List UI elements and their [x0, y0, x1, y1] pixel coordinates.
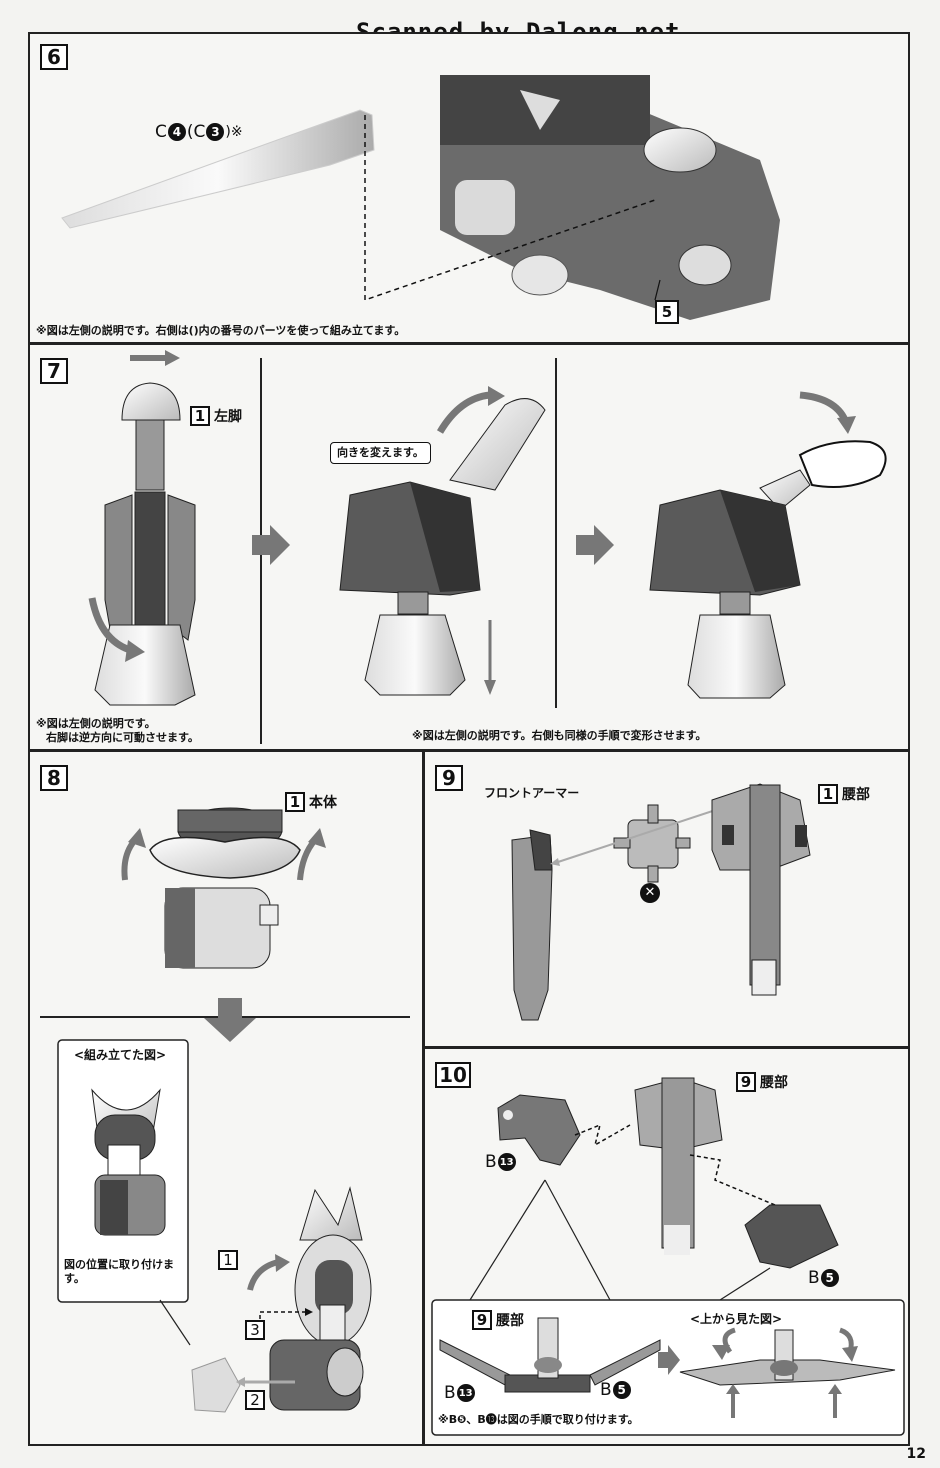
step10-b5-number: 5	[820, 1269, 839, 1287]
step9-callout-text: 腰部	[842, 787, 870, 803]
step8-body-part	[149, 807, 301, 969]
step8-seq-3: 3	[245, 1320, 265, 1340]
step6-part-label: C 4 (C 3 )※	[155, 122, 243, 142]
step6-part-number: 4	[167, 123, 186, 141]
step-10-number: 10	[435, 1062, 471, 1088]
step6-part-letter: C	[155, 122, 167, 142]
step-6-number: 6	[40, 44, 68, 70]
step10-inset-top-view-label: <上から見た図>	[690, 1312, 783, 1326]
step-7-number: 7	[40, 358, 68, 384]
step7-note-left-1: ※図は左側の説明です。	[36, 717, 156, 730]
step9-front-armor-label: フロントアーマー	[484, 786, 580, 800]
step9-front-armor-part	[511, 829, 553, 1021]
step6-guide-line	[364, 115, 656, 302]
step-9-number: 9	[435, 765, 463, 791]
step7-divider-2	[555, 358, 557, 708]
step10-inset-b13-number: 13	[456, 1384, 475, 1402]
step6-callout-leader	[654, 279, 661, 301]
step7-arrow-2	[576, 525, 614, 565]
step8-inset-note: 図の位置に取り付けます。	[64, 1258, 174, 1285]
step8-callout-body: 1 本体	[285, 792, 337, 812]
step7-rotate-bubble: 向きを変えます。	[330, 442, 431, 464]
step9-callout-waist: 1 腰部	[818, 784, 870, 804]
step6-leg-assembly	[440, 75, 780, 320]
step9-waist-part	[711, 783, 811, 996]
step6-blade-part	[61, 109, 375, 229]
step10-note: ※B❺、B⓭は図の手順で取り付けます。	[438, 1413, 639, 1426]
step8-inset-figure	[91, 1088, 166, 1236]
step7-callout-left-leg: 1 左脚	[190, 406, 242, 426]
step7-callout-number: 1	[190, 406, 210, 426]
step6-alt-letter: (C	[186, 122, 206, 142]
step7-leg-stage-1	[94, 382, 196, 706]
step10-inset-callout-text: 腰部	[496, 1313, 524, 1329]
step10-inset-top-view	[679, 1329, 896, 1386]
step6-alt-close: )※	[225, 124, 243, 140]
step10-callout-text: 腰部	[760, 1075, 788, 1091]
step8-assembled-figure	[191, 1186, 372, 1413]
step10-part-b13	[497, 1094, 581, 1166]
step8-seq-1: 1	[218, 1250, 238, 1270]
step9-x-mark-bg	[640, 883, 660, 903]
step6-alt-number: 3	[206, 123, 225, 141]
step10-part-b5	[744, 1204, 839, 1269]
step7-note-right: ※図は左側の説明です。右側も同様の手順で変形させます。	[412, 729, 707, 742]
step10-callout-number: 9	[736, 1072, 756, 1092]
step7-note-left-2: 右脚は逆方向に可動させます。	[46, 731, 199, 744]
step8-callout-text: 本体	[309, 795, 337, 811]
step7-leg-stage-2	[339, 398, 546, 696]
step9-callout-number: 1	[818, 784, 838, 804]
step10-inset-front-view	[439, 1317, 661, 1393]
step7-arrow-1	[252, 525, 290, 565]
step-8-number: 8	[40, 765, 68, 791]
step7-leg-stage-3	[649, 440, 887, 699]
step10-inset-b5-number: 5	[612, 1381, 631, 1399]
step10-inset-callout-waist: 9 腰部	[472, 1310, 524, 1330]
step10-waist-part	[634, 1077, 723, 1255]
step6-note: ※図は左側の説明です。右側は()内の番号のパーツを使って組み立てます。	[36, 324, 406, 337]
step8-seq-2: 2	[245, 1390, 265, 1410]
step8-down-arrow	[204, 998, 256, 1042]
step7-callout-text: 左脚	[214, 409, 242, 425]
step10-b13-number: 13	[497, 1153, 516, 1171]
step10-inset-callout-number: 9	[472, 1310, 492, 1330]
step6-callout-5: 5	[655, 300, 679, 324]
step9-x-mark: ✕	[644, 885, 656, 900]
step9-joint-part	[613, 804, 691, 883]
page-number: 12	[906, 1446, 926, 1462]
step8-inset-title: <組み立てた図>	[74, 1048, 167, 1062]
step10-callout-waist: 9 腰部	[736, 1072, 788, 1092]
step8-callout-number: 1	[285, 792, 305, 812]
